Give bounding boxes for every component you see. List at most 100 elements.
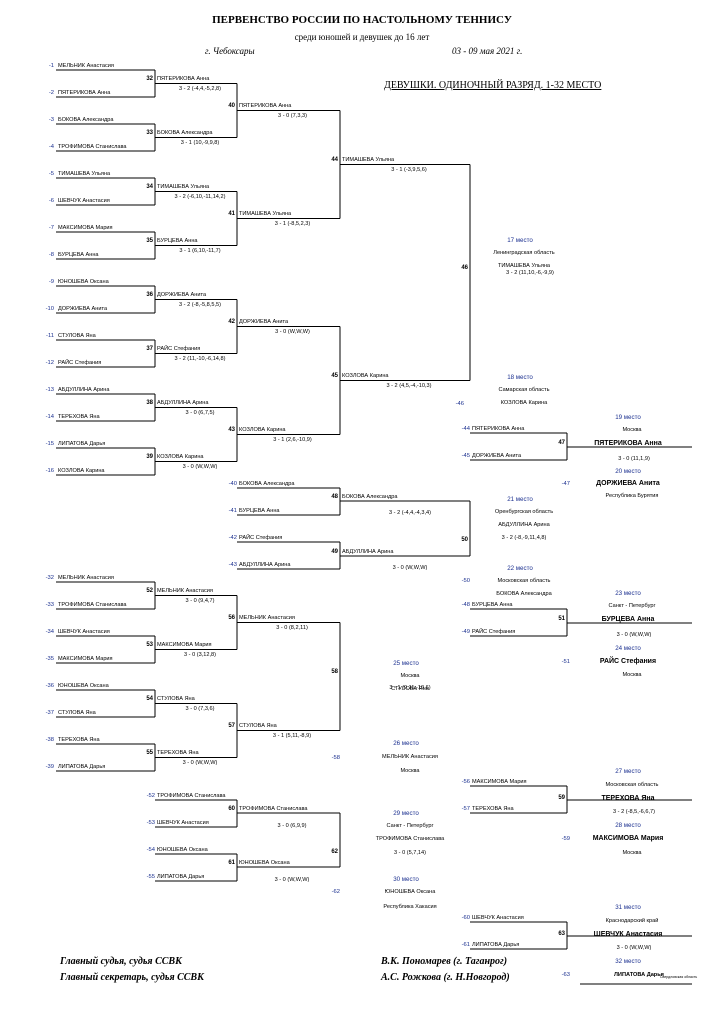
match-winner: ТИМАШЕВА Ульяна: [342, 156, 395, 163]
match-winner: ТИМАШЕВА Ульяна: [239, 210, 292, 217]
loser-number: -57: [461, 806, 470, 812]
loser-number: -59: [561, 836, 570, 842]
place-name: БУРЦЕВА Анна: [601, 616, 655, 623]
loser-name: ТЕРЕХОВА Яна: [58, 737, 100, 743]
match-winner: БУРЦЕВА Анна: [157, 237, 198, 244]
loser-number: -44: [461, 426, 470, 432]
match-number: 61: [228, 860, 235, 866]
place-region: Оренбургская область: [494, 509, 554, 515]
match-number: 34: [146, 183, 153, 190]
match-score: 3 - 0 (5,7,14): [393, 850, 427, 856]
loser-number: -43: [228, 562, 237, 568]
place-label: 22 место: [507, 565, 533, 572]
seed-name: ТЕРЕХОВА Яна: [58, 414, 100, 420]
loser-number: -51: [561, 659, 570, 665]
match-score: 3 - 1 (5,11,-8,9): [272, 732, 312, 739]
match-score: 3 - 1 (-3,9,5,6): [391, 166, 427, 173]
place-name: ПЯТЕРИКОВА Анна: [594, 440, 662, 447]
loser-number: -46: [455, 401, 464, 407]
match-winner: ПЯТЕРИКОВА Анна: [239, 102, 292, 109]
match-score: 3 - 0 (8,2,11): [276, 624, 308, 631]
match-score: 3 - 1 (-8,5,2,3): [274, 220, 311, 227]
place-region: Ленинградская область: [493, 250, 555, 256]
loser-name: ТРОФИМОВА Станислава: [58, 602, 127, 608]
loser-name: БОКОВА Александра: [239, 481, 295, 487]
seed-name: ДОРЖИЕВА Анита: [58, 306, 108, 312]
loser-number: -48: [461, 602, 470, 608]
loser-number: -33: [45, 602, 54, 608]
loser-number: -34: [45, 629, 54, 635]
seed-number: -4: [48, 144, 54, 150]
place-label: 32 место: [615, 958, 641, 965]
secretary-name: А.С. Рожкова (г. Н.Новгород): [381, 972, 510, 983]
match-winner: МЕЛЬНИК Анастасия: [157, 587, 213, 594]
loser-name: МАКСИМОВА Мария: [58, 656, 113, 662]
loser-name: СТУЛОВА Яна: [58, 710, 96, 716]
seed-name: ШЕВЧУК Анастасия: [58, 198, 110, 204]
loser-number: -37: [45, 710, 54, 716]
place-name: БОКОВА Александра: [496, 591, 552, 597]
match-winner: КОЗЛОВА Карина: [157, 453, 204, 460]
seed-number: -16: [45, 468, 54, 474]
seed-number: -7: [48, 225, 54, 231]
place-label: 21 место: [507, 496, 533, 503]
place-name: СТУЛОВА Яна: [391, 686, 429, 692]
seed-name: СТУЛОВА Яна: [58, 333, 96, 339]
loser-number: -55: [146, 874, 155, 880]
match-score: 3 - 1 (2,6,-10,9): [273, 436, 312, 443]
loser-number: -47: [561, 481, 570, 487]
loser-number: -61: [461, 942, 470, 948]
place-region: Самарская область: [498, 387, 550, 393]
match-score: 3 - 1 (9,11,-10,6): [389, 684, 431, 691]
seed-number: -5: [48, 171, 54, 177]
loser-name: ПЯТЕРИКОВА Анна: [472, 426, 525, 432]
loser-name: ДОРЖИЕВА Анита: [472, 453, 522, 459]
match-score: 3 - 0 (W,W,W): [274, 877, 310, 883]
loser-number: -56: [461, 779, 470, 785]
seed-number: -12: [45, 360, 54, 366]
loser-name: РАЙС Стефания: [472, 629, 516, 635]
match-number: 48: [331, 494, 338, 500]
match-score: 3 - 0 (W,W,W): [182, 759, 218, 766]
place-name: КОЗЛОВА Карина: [500, 400, 548, 406]
match-winner: АБДУЛЛИНА Арина: [157, 399, 209, 406]
match-winner: БОКОВА Александра: [342, 494, 398, 500]
place-name: РАЙС Стефания: [599, 658, 657, 665]
match-number: 36: [146, 291, 153, 298]
seed-number: -6: [48, 198, 54, 204]
match-score: 3 - 2 (-8,-5,8,5,5): [179, 301, 221, 308]
loser-name: РАЙС Стефания: [239, 535, 283, 541]
seed-name: ПЯТЕРИКОВА Анна: [58, 90, 111, 96]
match-number: 49: [331, 549, 338, 555]
loser-name: ЛИПАТОВА Дарья: [472, 942, 520, 948]
loser-name: ЛИПАТОВА Дарья: [157, 874, 205, 880]
match-number: 38: [146, 399, 153, 406]
seed-name: КОЗЛОВА Карина: [58, 468, 105, 474]
match-number: 45: [331, 372, 338, 379]
match-score: 3 - 2 (-6,10,-11,14,2): [174, 193, 226, 200]
match-score: 3 - 2 (-4,4,-4,3,4): [389, 510, 431, 516]
seed-name: БОКОВА Александра: [58, 117, 114, 123]
place-name: ЛИПАТОВА Дарья: [614, 972, 664, 978]
place-label: 29 место: [393, 810, 419, 817]
loser-number: -58: [331, 755, 340, 761]
loser-name: ЮНОШЕВА Оксана: [157, 847, 208, 853]
match-number: 32: [146, 75, 153, 82]
match-score: 3 - 1 (6,10,-11,7): [179, 247, 221, 254]
place-region: Республика Бурятия: [605, 493, 659, 499]
match-number: 59: [558, 795, 565, 801]
loser-name: БУРЦЕВА Анна: [239, 508, 280, 514]
loser-number: -60: [461, 915, 470, 921]
place-name: ТЕРЕХОВА Яна: [601, 795, 655, 802]
loser-name: МАКСИМОВА Мария: [472, 779, 527, 785]
match-score: 3 - 0 (W,W,W): [392, 565, 428, 571]
match-score: 3 - 2 (4,5,-4,-10,3): [386, 382, 432, 389]
seed-name: МАКСИМОВА Мария: [58, 225, 113, 231]
match-number: 46: [461, 264, 468, 271]
place-label: 25 место: [393, 660, 419, 667]
match-winner: СТУЛОВА Яна: [157, 695, 195, 702]
place-label: 26 место: [393, 740, 419, 747]
judge-name: В.К. Пономарев (г. Таганрог): [381, 956, 508, 967]
